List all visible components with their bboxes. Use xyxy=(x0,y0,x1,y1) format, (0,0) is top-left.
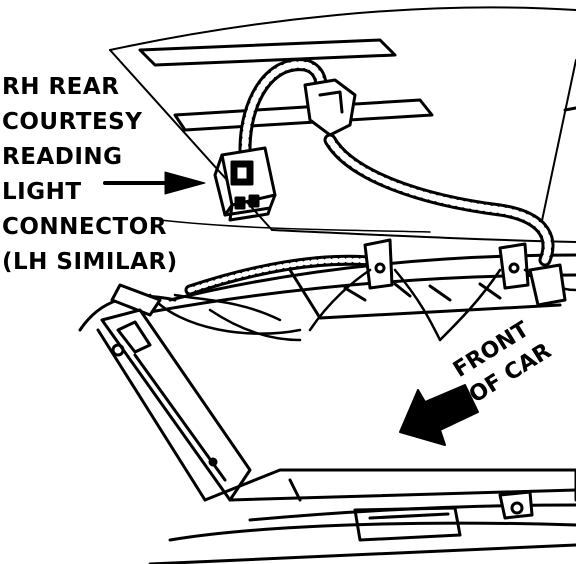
reading-light-connector xyxy=(213,146,277,222)
callout-line-5: CONNECTOR xyxy=(2,214,167,240)
callout-line-1: RH REAR xyxy=(2,74,120,100)
callout-leader-line xyxy=(159,219,431,233)
lower-body-structure xyxy=(148,468,576,564)
rail-clips xyxy=(363,238,530,290)
right-end-connector xyxy=(528,263,567,307)
callout-arrow xyxy=(103,171,206,195)
callout-line-3: READING xyxy=(2,144,123,170)
callout-line-4: LIGHT xyxy=(2,179,82,205)
front-of-car-arrow xyxy=(399,384,479,446)
harness-clip xyxy=(303,78,357,137)
roof-vent-slots xyxy=(138,38,576,132)
callout-line-2: COURTESY xyxy=(2,109,143,135)
pillar-trim xyxy=(78,283,252,502)
connector-callout-label: RH REAR COURTESY READING LIGHT CONNECTOR… xyxy=(2,70,178,280)
wire-harness-coil xyxy=(184,58,555,296)
callout-line-6: (LH SIMILAR) xyxy=(2,249,178,275)
